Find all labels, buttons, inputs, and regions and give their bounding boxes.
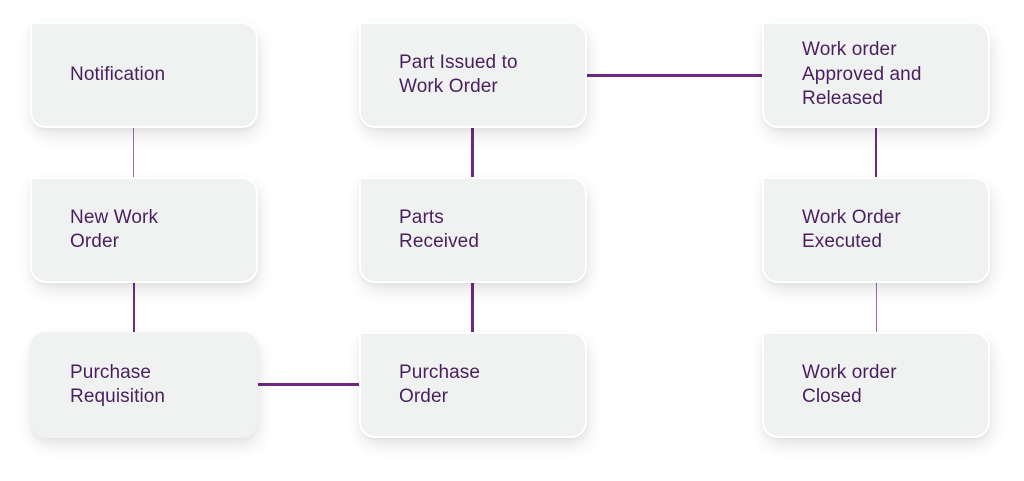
node-label: Purchase Order	[399, 361, 481, 408]
node-new-work-order[interactable]: New Work Order	[30, 177, 258, 283]
node-purchase-requisition[interactable]: Purchase Requisition	[30, 332, 258, 438]
node-label: Work order Approved and Released	[802, 39, 922, 110]
node-work-order-closed[interactable]: Work order Closed	[762, 332, 990, 438]
node-purchase-order[interactable]: Purchase Order	[359, 332, 587, 438]
connector-work-order-executed-to-closed	[876, 283, 877, 332]
connector-parts-received-to-part-issued	[471, 128, 474, 177]
connector-purchase-order-to-parts-received	[471, 283, 474, 332]
node-notification[interactable]: Notification	[30, 22, 258, 128]
connector-work-order-approved-to-executed	[875, 128, 877, 177]
node-parts-received[interactable]: Parts Received	[359, 177, 587, 283]
node-part-issued-to-work-order[interactable]: Part Issued to Work Order	[359, 22, 587, 128]
node-work-order-approved-and-released[interactable]: Work order Approved and Released	[762, 22, 990, 128]
node-label: Parts Received	[399, 206, 480, 253]
node-label: Purchase Requisition	[70, 361, 166, 408]
node-label: Work Order Executed	[802, 206, 901, 253]
connector-part-issued-to-work-order-approved	[587, 74, 762, 77]
node-work-order-executed[interactable]: Work Order Executed	[762, 177, 990, 283]
node-label: New Work Order	[70, 206, 159, 253]
connector-purchase-requisition-to-purchase-order	[258, 383, 359, 386]
connector-new-work-order-to-purchase-requisition	[133, 283, 135, 332]
connector-notification-to-new-work-order	[133, 128, 134, 177]
node-label: Part Issued to Work Order	[399, 51, 518, 98]
node-label: Notification	[70, 63, 166, 85]
node-label: Work order Closed	[802, 361, 897, 408]
